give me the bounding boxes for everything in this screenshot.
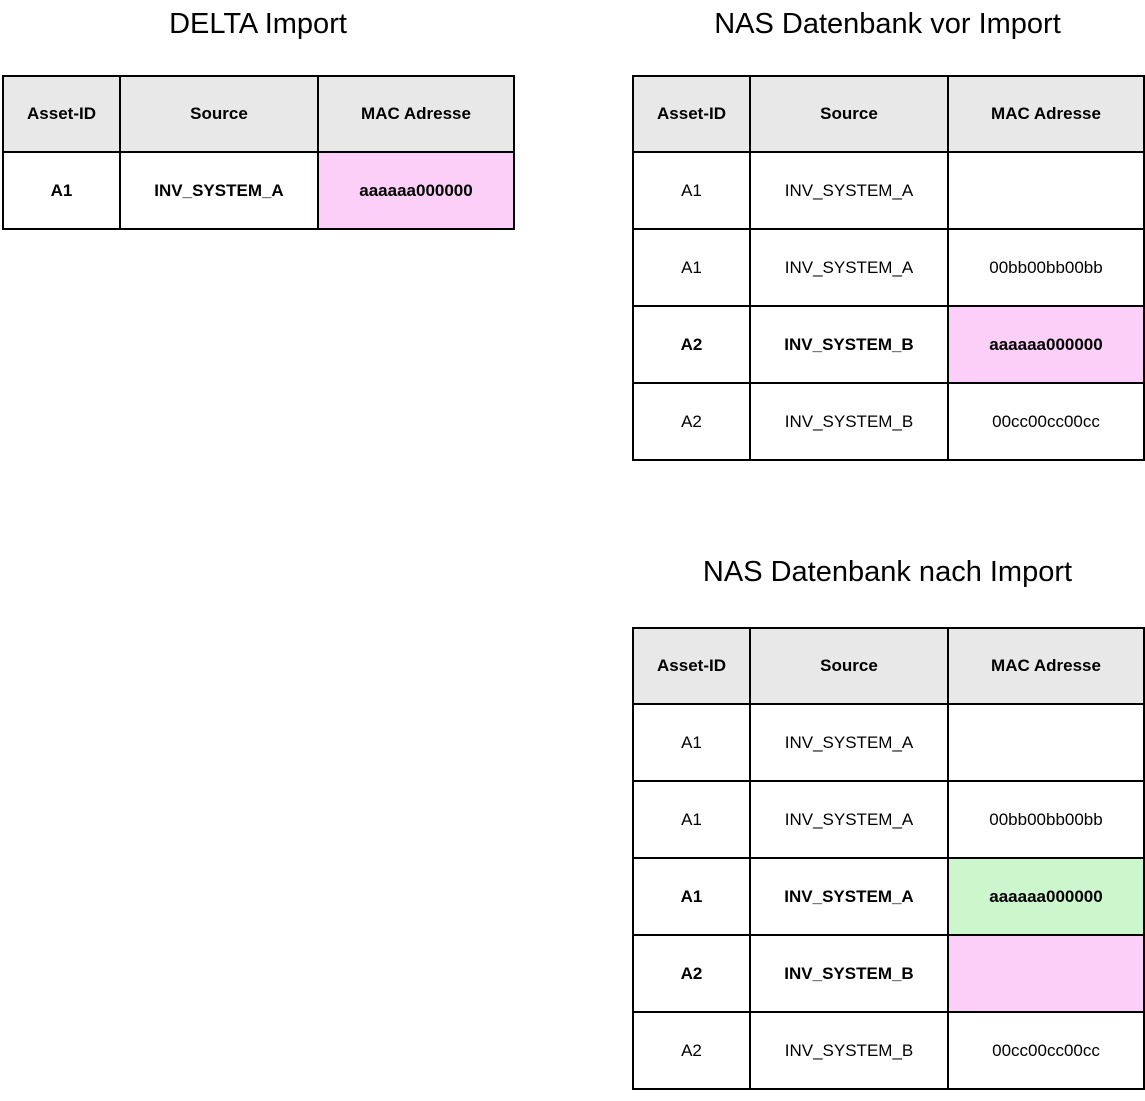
nach-cell-source: INV_SYSTEM_A xyxy=(749,703,949,782)
vor-cell-asset-id: A1 xyxy=(632,228,751,307)
delta-import-table: Asset-ID Source MAC Adresse A1 INV_SYSTE… xyxy=(2,75,515,230)
nach-row-1: A1 INV_SYSTEM_A xyxy=(632,703,1145,782)
nach-cell-asset-id: A1 xyxy=(632,780,751,859)
nas-vor-import-title: NAS Datenbank vor Import xyxy=(714,8,1061,40)
delta-header-row: Asset-ID Source MAC Adresse xyxy=(2,75,515,153)
nach-cell-asset-id: A2 xyxy=(632,1011,751,1090)
vor-header-row: Asset-ID Source MAC Adresse xyxy=(632,75,1145,153)
vor-cell-asset-id: A2 xyxy=(632,305,751,384)
nach-cell-mac: 00bb00bb00bb xyxy=(947,780,1145,859)
delta-cell-source: INV_SYSTEM_A xyxy=(119,151,319,230)
vor-cell-mac: 00bb00bb00bb xyxy=(947,228,1145,307)
vor-header-asset-id: Asset-ID xyxy=(632,75,751,153)
nach-row-5: A2 INV_SYSTEM_B 00cc00cc00cc xyxy=(632,1011,1145,1090)
vor-cell-asset-id: A1 xyxy=(632,151,751,230)
nach-header-mac-adresse: MAC Adresse xyxy=(947,627,1145,705)
nach-cell-asset-id: A1 xyxy=(632,857,751,936)
nach-cell-asset-id: A1 xyxy=(632,703,751,782)
vor-row-1: A1 INV_SYSTEM_A xyxy=(632,151,1145,230)
nach-cell-source: INV_SYSTEM_B xyxy=(749,1011,949,1090)
vor-header-source: Source xyxy=(749,75,949,153)
delta-import-title: DELTA Import xyxy=(169,8,347,40)
nach-header-asset-id: Asset-ID xyxy=(632,627,751,705)
delta-cell-mac-highlight-pink: aaaaaa000000 xyxy=(317,151,515,230)
vor-cell-source: INV_SYSTEM_B xyxy=(749,305,949,384)
nach-cell-source: INV_SYSTEM_A xyxy=(749,857,949,936)
vor-row-3-conflict: A2 INV_SYSTEM_B aaaaaa000000 xyxy=(632,305,1145,384)
nas-vor-import-table: Asset-ID Source MAC Adresse A1 INV_SYSTE… xyxy=(632,75,1145,461)
vor-cell-mac-empty xyxy=(947,151,1145,230)
delta-header-mac-adresse: MAC Adresse xyxy=(317,75,515,153)
nach-header-row: Asset-ID Source MAC Adresse xyxy=(632,627,1145,705)
nach-row-4-cleared: A2 INV_SYSTEM_B xyxy=(632,934,1145,1013)
delta-header-asset-id: Asset-ID xyxy=(2,75,121,153)
nach-cell-mac-empty xyxy=(947,703,1145,782)
vor-row-2: A1 INV_SYSTEM_A 00bb00bb00bb xyxy=(632,228,1145,307)
nas-nach-import-table: Asset-ID Source MAC Adresse A1 INV_SYSTE… xyxy=(632,627,1145,1090)
nach-cell-source: INV_SYSTEM_B xyxy=(749,934,949,1013)
nach-row-3-inserted: A1 INV_SYSTEM_A aaaaaa000000 xyxy=(632,857,1145,936)
nach-cell-mac-highlight-pink-empty xyxy=(947,934,1145,1013)
vor-cell-source: INV_SYSTEM_A xyxy=(749,151,949,230)
delta-header-source: Source xyxy=(119,75,319,153)
vor-cell-asset-id: A2 xyxy=(632,382,751,461)
vor-cell-mac: 00cc00cc00cc xyxy=(947,382,1145,461)
nach-cell-asset-id: A2 xyxy=(632,934,751,1013)
nach-row-2: A1 INV_SYSTEM_A 00bb00bb00bb xyxy=(632,780,1145,859)
vor-cell-source: INV_SYSTEM_B xyxy=(749,382,949,461)
nach-cell-mac: 00cc00cc00cc xyxy=(947,1011,1145,1090)
nas-nach-import-title: NAS Datenbank nach Import xyxy=(702,556,1073,588)
vor-cell-mac-highlight-red: aaaaaa000000 xyxy=(947,305,1145,384)
delta-row-a1: A1 INV_SYSTEM_A aaaaaa000000 xyxy=(2,151,515,230)
delta-cell-asset-id: A1 xyxy=(2,151,121,230)
vor-row-4: A2 INV_SYSTEM_B 00cc00cc00cc xyxy=(632,382,1145,461)
vor-header-mac-adresse: MAC Adresse xyxy=(947,75,1145,153)
vor-cell-source: INV_SYSTEM_A xyxy=(749,228,949,307)
nach-cell-mac-highlight-green: aaaaaa000000 xyxy=(947,857,1145,936)
nach-header-source: Source xyxy=(749,627,949,705)
nach-cell-source: INV_SYSTEM_A xyxy=(749,780,949,859)
